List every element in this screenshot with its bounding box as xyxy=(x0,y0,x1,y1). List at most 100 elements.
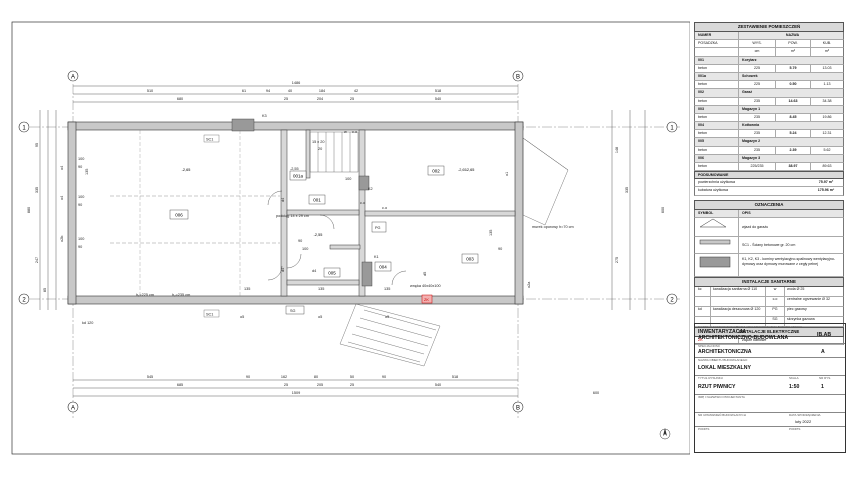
wall-symbol-icon xyxy=(695,236,739,253)
room-schedule-table: ZESTAWIENIE POMIESZCZEŃ NUMER NAZWA POSA… xyxy=(694,22,844,345)
svg-text:-2,65: -2,65 xyxy=(466,168,475,172)
symbol-row-garage: wjazd do garażu xyxy=(694,217,844,237)
svg-text:50: 50 xyxy=(350,375,354,379)
svg-text:o2b: o2b xyxy=(60,236,64,242)
svg-text:K1: K1 xyxy=(374,255,379,259)
svg-text:275: 275 xyxy=(615,257,619,263)
svg-text:545: 545 xyxy=(147,375,153,379)
summary-volume-row: kubatura użytkowa 175.96 m³ xyxy=(694,187,844,196)
svg-text:135: 135 xyxy=(244,287,250,291)
svg-text:K3: K3 xyxy=(262,114,267,118)
table-units: cm m² m³ xyxy=(694,48,844,57)
svg-text:1: 1 xyxy=(22,126,26,132)
svg-text:85: 85 xyxy=(43,288,47,292)
svg-text:600: 600 xyxy=(593,391,599,395)
svg-text:PG: PG xyxy=(375,226,381,230)
svg-text:podciąg 14 x 29 cm: podciąg 14 x 29 cm xyxy=(276,214,309,218)
svg-text:100: 100 xyxy=(78,157,84,161)
chimney-k1 xyxy=(361,261,373,287)
svg-text:540: 540 xyxy=(435,97,441,101)
table-header: NUMER NAZWA xyxy=(694,32,844,41)
room-tag-005: 005 xyxy=(328,271,336,276)
svg-text:335: 335 xyxy=(625,187,629,193)
ramp-symbol-icon xyxy=(695,217,739,236)
gas-boiler xyxy=(371,221,387,233)
svg-text:A: A xyxy=(71,75,75,81)
garage-ramp xyxy=(522,137,569,226)
svg-text:20: 20 xyxy=(318,147,322,151)
svg-text:B: B xyxy=(516,75,520,81)
svg-text:540: 540 xyxy=(435,383,441,387)
drawing-scale: 1:50 xyxy=(789,384,800,390)
axis-bubble-2-left: 2 xyxy=(18,293,30,305)
symbol-row-wall: SC1 - Ściany betonowe gr. 20 cm xyxy=(694,236,844,254)
svg-text:42: 42 xyxy=(354,89,358,93)
gas-box xyxy=(285,305,305,315)
svg-text:o4: o4 xyxy=(60,166,64,170)
svg-text:15 x 20: 15 x 20 xyxy=(312,140,324,144)
svg-text:d4: d4 xyxy=(281,268,285,272)
svg-text:25: 25 xyxy=(350,97,354,101)
svg-text:600: 600 xyxy=(661,207,665,213)
svg-text:kd 120: kd 120 xyxy=(82,321,93,325)
external-stair xyxy=(339,303,441,367)
svg-text:A: A xyxy=(71,406,75,412)
svg-text:K2: K2 xyxy=(368,187,373,191)
sheet-number: 1 xyxy=(821,384,824,390)
sheet-border xyxy=(11,21,690,455)
symbols-header: SYMBOL OPIS xyxy=(694,209,844,218)
svg-text:d5: d5 xyxy=(423,272,427,276)
svg-text:90: 90 xyxy=(498,247,502,251)
svg-text:135: 135 xyxy=(384,287,390,291)
svg-text:o5: o5 xyxy=(385,315,389,319)
svg-text:wnęka 40x40x100: wnęka 40x40x100 xyxy=(410,284,441,288)
title-block: NAZWA ZLECENIODAWCY/BIURA ARCHITEKTONICZ… xyxy=(694,323,846,453)
svg-text:w: w xyxy=(344,130,347,134)
room-tag-003: 003 xyxy=(466,257,474,262)
outer-walls xyxy=(67,121,524,305)
room-tag-006: 006 xyxy=(175,213,183,218)
svg-text:SC1: SC1 xyxy=(206,138,213,142)
room-tag-001a: 001a xyxy=(293,174,304,179)
svg-text:h₂=235 cm: h₂=235 cm xyxy=(172,293,190,297)
svg-text:90: 90 xyxy=(78,203,82,207)
svg-text:90: 90 xyxy=(382,375,386,379)
svg-text:1: 1 xyxy=(670,126,674,132)
svg-text:880: 880 xyxy=(27,207,31,213)
svg-text:135: 135 xyxy=(318,287,324,291)
svg-text:94: 94 xyxy=(266,89,270,93)
svg-text:90: 90 xyxy=(78,165,82,169)
svg-text:95: 95 xyxy=(35,143,39,147)
room-schedule-title: ZESTAWIENIE POMIESZCZEŃ xyxy=(694,22,844,32)
axis-bubble-b-bottom: B xyxy=(512,401,524,413)
svg-text:1509: 1509 xyxy=(292,391,300,395)
floor-plan: A B A B 1 2 1 2 1486 510 61 94 40 xyxy=(11,21,690,455)
svg-text:205: 205 xyxy=(317,383,323,387)
table-subheader: POSADZKA WYS. POW. KUB. xyxy=(694,40,844,49)
svg-text:100: 100 xyxy=(78,237,84,241)
svg-text:25: 25 xyxy=(284,383,288,387)
svg-text:1486: 1486 xyxy=(292,81,300,85)
svg-text:184: 184 xyxy=(319,89,325,93)
object-name: LOKAL MIESZKALNY xyxy=(698,365,751,371)
svg-text:B: B xyxy=(516,406,520,412)
svg-text:c.o: c.o xyxy=(382,206,387,210)
svg-text:25: 25 xyxy=(284,97,288,101)
plan-annotations: K3 K2 K1 SC1 SC1 SG PG ZK 15 x 20 20 pod… xyxy=(60,114,574,325)
chimney-k2 xyxy=(358,175,370,191)
specialty: ARCHITEKTONICZNA xyxy=(698,349,752,355)
svg-text:o5: o5 xyxy=(240,315,244,319)
svg-text:2: 2 xyxy=(22,298,26,304)
